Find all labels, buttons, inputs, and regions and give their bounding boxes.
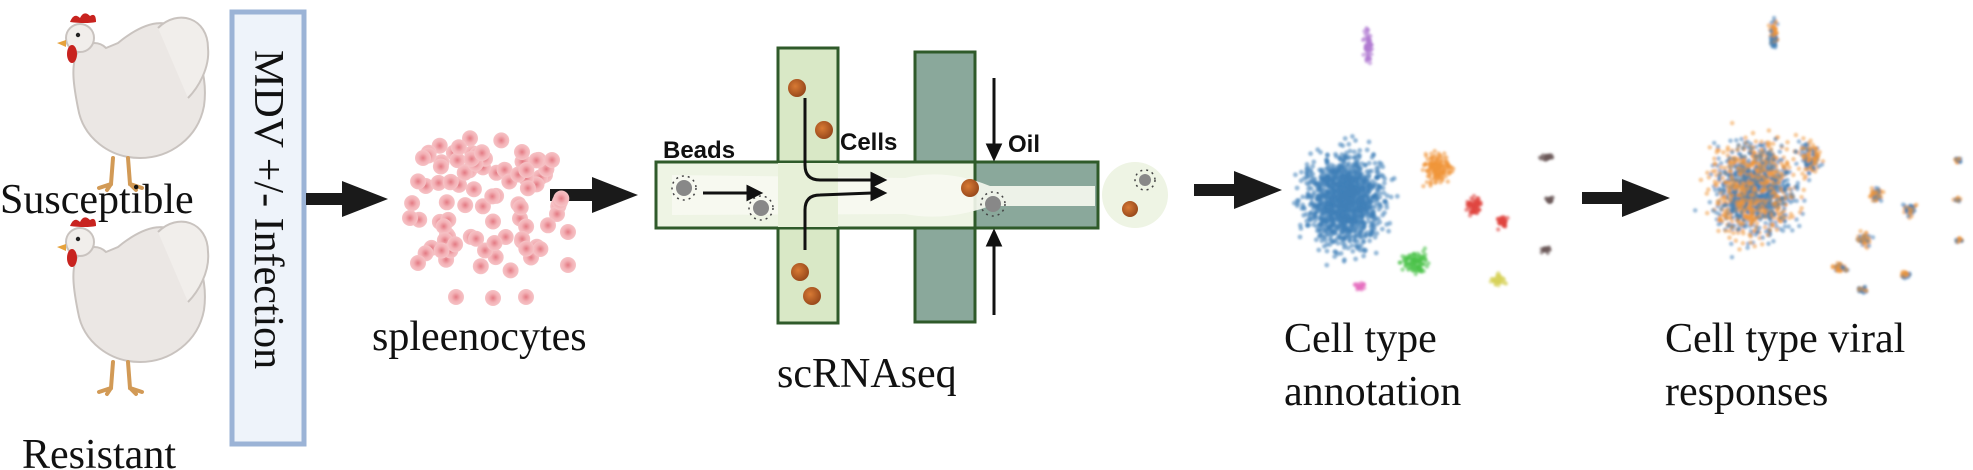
spleenocyte-icon xyxy=(485,213,501,230)
spleenocyte-icon xyxy=(447,236,464,253)
spleenocyte-icon xyxy=(518,218,535,235)
responses-label-line1: Cell type viral xyxy=(1665,316,1905,362)
spleenocyte-icon xyxy=(518,240,535,257)
sample-label: spleenocytes xyxy=(372,314,587,360)
spleenocyte-icon xyxy=(404,195,421,212)
chicken-resistant-icon xyxy=(57,217,210,396)
spleenocyte-icon xyxy=(514,144,530,160)
treatment-box xyxy=(229,9,307,447)
spleenocyte-icon xyxy=(448,289,464,305)
cell-icon xyxy=(788,79,806,97)
spleenocyte-icon xyxy=(549,206,565,222)
spleenocyte-icon xyxy=(553,190,570,207)
spleenocyte-icon xyxy=(486,235,503,251)
spleenocyte-icon xyxy=(410,255,426,271)
spleenocyte-icon xyxy=(435,218,452,235)
spleenocyte-icon xyxy=(485,290,501,306)
chicken-susceptible-icon xyxy=(57,13,210,192)
method-label: scRNAseq xyxy=(777,351,957,397)
spleenocyte-icon xyxy=(456,164,473,181)
spleenocyte-icon xyxy=(502,262,519,279)
spleenocyte-icon xyxy=(465,181,482,198)
spleenocyte-icon xyxy=(472,258,489,275)
spleenocyte-icon xyxy=(518,289,534,305)
spleenocyte-icon xyxy=(468,230,485,247)
spleenocyte-icon xyxy=(430,174,447,191)
spleenocyte-icon xyxy=(518,162,535,178)
arrow-icon xyxy=(1582,179,1670,217)
spleenocyte-icon xyxy=(512,199,529,216)
umap-viral-responses xyxy=(1692,15,1965,296)
spleenocyte-icon xyxy=(474,145,490,161)
spleenocyte-icon xyxy=(540,217,556,234)
group-label-susceptible: Susceptible xyxy=(0,177,194,223)
annotation-label-line2: annotation xyxy=(1284,369,1461,415)
spleenocyte-icon xyxy=(438,194,455,211)
spleenocyte-icon xyxy=(462,130,478,147)
beads-label: Beads xyxy=(663,137,735,164)
cells-label: Cells xyxy=(840,129,897,156)
spleenocyte-icon xyxy=(532,241,549,257)
spleenocyte-icon xyxy=(519,180,536,197)
spleenocyte-icon xyxy=(410,173,427,190)
bead-icon xyxy=(1134,169,1156,191)
spleenocyte-icon xyxy=(528,152,545,169)
cell-icon xyxy=(815,121,833,139)
spleenocyte-icon xyxy=(544,152,560,168)
bead-icon xyxy=(980,191,1006,217)
arrow-icon xyxy=(1194,171,1282,209)
spleenocyte-icon xyxy=(449,152,466,169)
bead-icon xyxy=(671,175,697,201)
oil-label: Oil xyxy=(1008,131,1040,158)
spleenocyte-icon xyxy=(457,197,474,214)
cell-icon xyxy=(803,287,821,305)
spleenocyte-icon xyxy=(450,139,467,156)
spleenocyte-icon xyxy=(560,257,576,273)
spleenocyte-icon xyxy=(493,132,510,149)
spleenocyte-icon xyxy=(432,158,449,175)
cell-icon xyxy=(1122,201,1138,217)
flow-arrow-icon xyxy=(703,78,1003,315)
bead-icon xyxy=(748,195,774,221)
spleenocyte-icon xyxy=(484,188,501,205)
annotation-label-line1: Cell type xyxy=(1284,316,1437,362)
spleenocyte-icon xyxy=(415,150,431,166)
spleenocyte-icon xyxy=(442,173,459,190)
spleenocyte-cluster xyxy=(402,130,576,306)
group-label-resistant: Resistant xyxy=(22,432,176,470)
treatment-label: MDV +/- Infection xyxy=(245,50,291,369)
cell-icon xyxy=(791,263,809,281)
arrow-icon xyxy=(306,181,388,217)
cell-icon xyxy=(961,179,979,197)
responses-label-line2: responses xyxy=(1665,369,1828,415)
spleenocyte-icon xyxy=(433,242,450,259)
umap-cell-type-annotation xyxy=(1291,26,1555,292)
microfluidic-chip xyxy=(654,46,1168,325)
spleenocyte-icon xyxy=(402,210,418,226)
spleenocyte-icon xyxy=(560,224,576,240)
